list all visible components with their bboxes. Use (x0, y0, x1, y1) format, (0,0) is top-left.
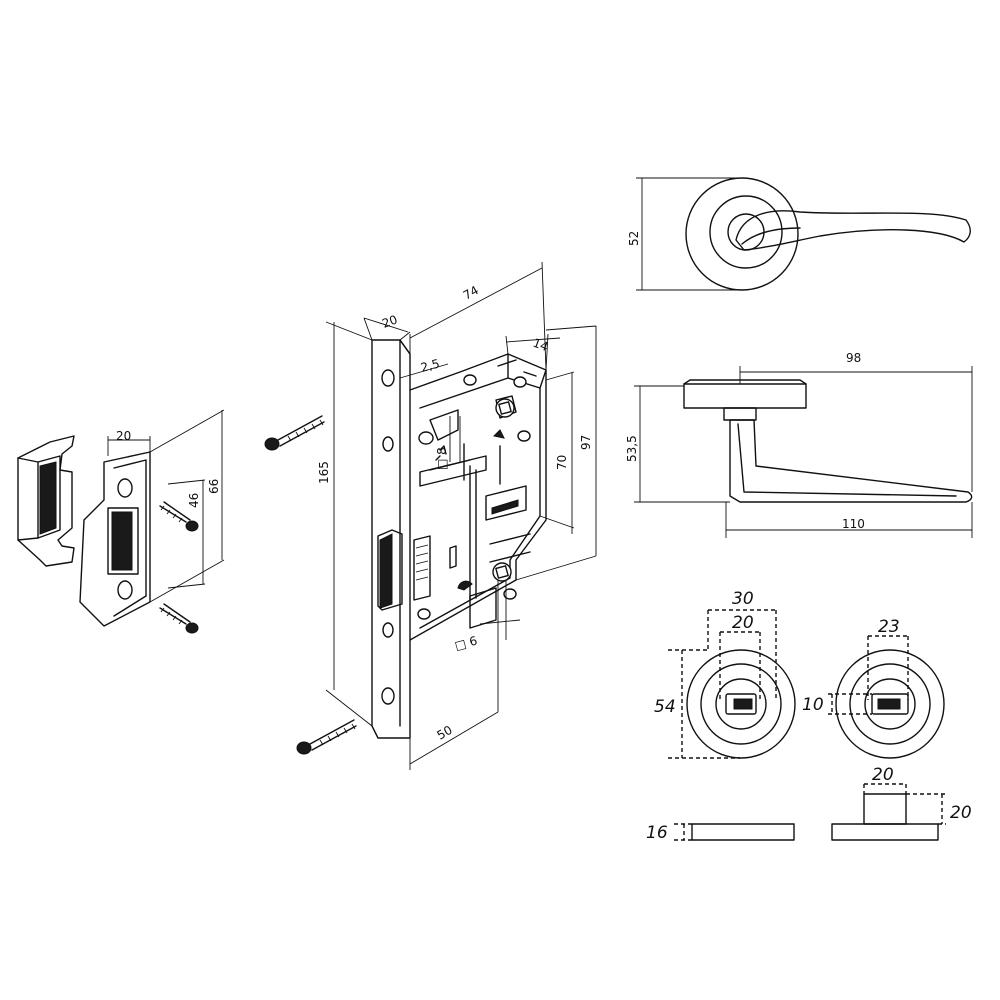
spindle-20-height-label: 20 (950, 803, 972, 823)
release-side-dimension-lines (863, 783, 946, 825)
release-dimension-lines (828, 635, 909, 715)
handle-side-view (683, 379, 973, 503)
strike-screw-bottom-icon (159, 603, 199, 634)
body-depth-label: 74 (461, 283, 481, 303)
rose-52-label: 52 (627, 231, 641, 246)
height-97-label: 97 (579, 435, 593, 450)
backset-50-label: 50 (435, 723, 455, 743)
escutcheon-side-dimension-lines (674, 823, 692, 841)
length-98-label: 98 (846, 351, 861, 365)
handle-front-dimension-lines (636, 177, 742, 291)
projection-53-5-label: 53,5 (625, 435, 639, 462)
strike-dimension-lines (107, 409, 225, 603)
height-70-label: 70 (555, 455, 569, 470)
length-110-label: 110 (842, 517, 865, 531)
strike-holes-label: 46 (187, 493, 201, 508)
lock-mechanism (413, 395, 531, 629)
strike-width-label: 20 (116, 429, 131, 443)
lock-faceplate (371, 339, 411, 739)
height-165-label: 165 (317, 461, 331, 484)
inner-20-label: 20 (732, 613, 754, 633)
thumbturn-escutcheon (686, 649, 796, 759)
spindle-20-width-label: 20 (872, 765, 894, 785)
escutcheon-side-profile (691, 823, 795, 841)
release-side-profile (831, 793, 939, 841)
offset-2-5-label: 2,5 (419, 356, 441, 374)
handle-front-view (685, 177, 971, 291)
faceplate-width-label: 20 (380, 312, 399, 330)
emergency-release-escutcheon (835, 649, 945, 759)
square-6-label: □ 6 (453, 633, 479, 652)
strike-screw-top-icon (159, 501, 199, 532)
diameter-54-label: 54 (654, 697, 676, 717)
square-8-value: 8 (435, 447, 449, 455)
offset-14-label: 14 (531, 336, 550, 354)
strike-plate (79, 451, 151, 627)
thumbturn-dimension-lines (668, 609, 777, 759)
lock-screw-top-icon (264, 415, 325, 451)
square-8-label: □ 8 (435, 447, 449, 470)
square-6-value: 6 (468, 633, 479, 649)
strike-box (17, 435, 75, 567)
slot-23-label: 23 (878, 617, 900, 637)
lock-dimension-lines (325, 261, 597, 770)
strike-height-label: 66 (207, 479, 221, 494)
outer-30-label: 30 (732, 589, 754, 609)
lock-screw-bottom-icon (296, 719, 357, 755)
slot-10-label: 10 (802, 695, 824, 715)
handle-side-dimension-lines (634, 366, 973, 538)
thickness-16-label: 16 (646, 823, 668, 843)
